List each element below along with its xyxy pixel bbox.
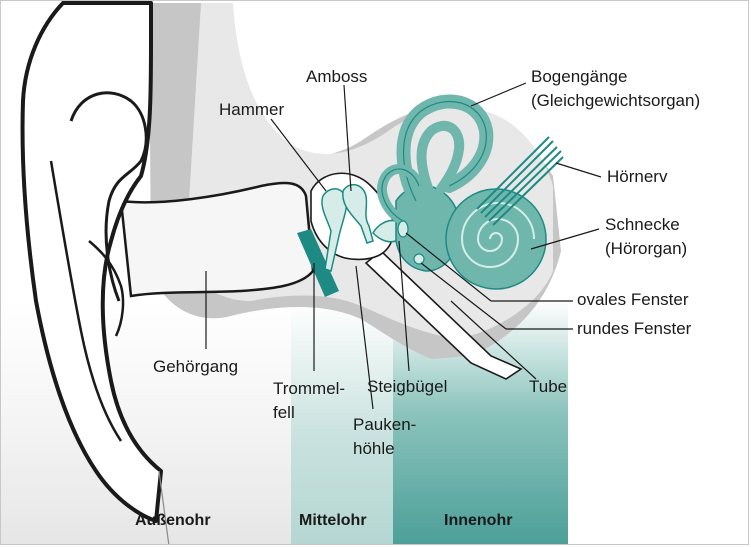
tube-label: Tube — [529, 377, 567, 397]
schnecke-label: Schnecke — [605, 215, 680, 235]
hoernerv-label: Hörnerv — [607, 167, 667, 187]
innenohr-zone-label: Innenohr — [444, 511, 512, 531]
mittelohr-zone-label: Mittelohr — [299, 511, 367, 531]
paukenhoehle-label-line2: höhle — [353, 439, 395, 459]
trommelfell-label-line1: Trommel- — [273, 379, 345, 399]
aussenohr-zone-label: Außenohr — [135, 511, 211, 531]
ovales-fenster-shape — [398, 221, 408, 237]
rundes-fenster-label: rundes Fenster — [577, 319, 691, 339]
amboss-label: Amboss — [306, 67, 367, 87]
paukenhoehle-label-line1: Pauken- — [353, 415, 416, 435]
trommelfell-label-line2: fell — [273, 403, 295, 423]
bogengaenge-sub-label: (Gleichgewichtsorgan) — [531, 91, 700, 111]
gehoergang-label: Gehörgang — [153, 357, 238, 377]
schnecke-sub-label: (Hörorgan) — [605, 239, 687, 259]
hammer-label: Hammer — [219, 100, 284, 120]
ear-canal — [121, 183, 313, 296]
rundes-fenster-shape — [414, 254, 424, 264]
steigbuegel-label: Steigbügel — [367, 377, 447, 397]
ovales-fenster-label: ovales Fenster — [577, 290, 689, 310]
bogengaenge-label: Bogengänge — [531, 67, 627, 87]
